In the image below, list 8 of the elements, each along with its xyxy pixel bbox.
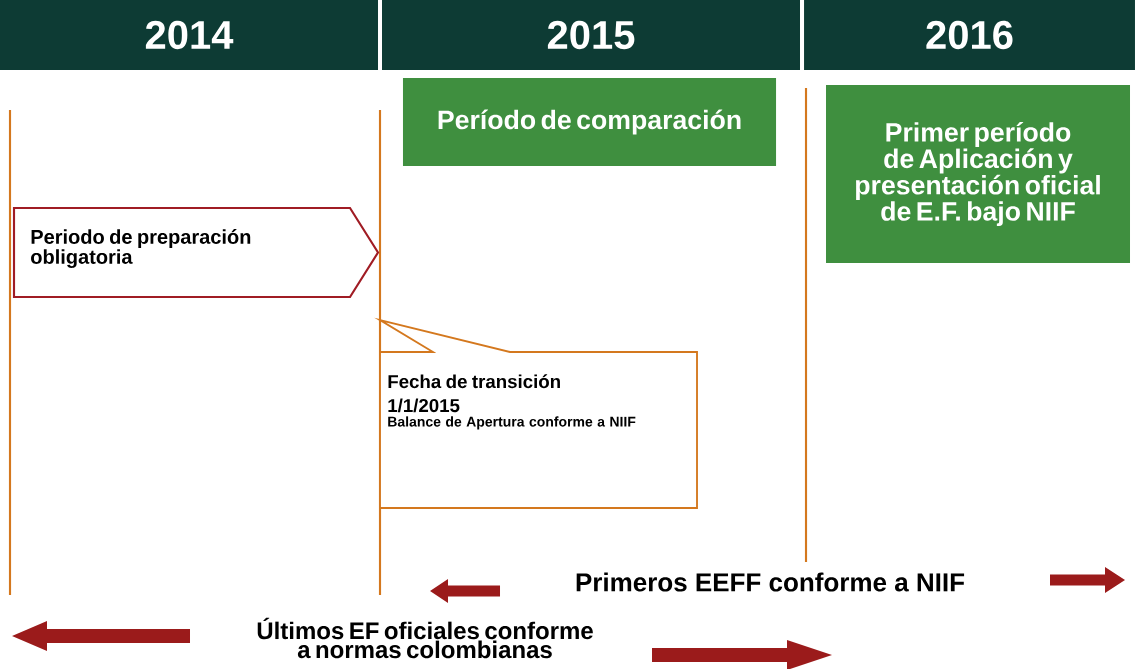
period-box: Primer período de Aplicación y presentación oficial de E.F. bajo NIIF	[826, 85, 1130, 263]
period-label: Últimos EF oficiales conforme a normas colombianas	[257, 617, 593, 659]
callout-box: Fecha de transición 1/1/2015 Balance de Apertura conforme a NIIF	[374, 317, 698, 509]
year-header: 2014	[0, 0, 378, 70]
year-header: 2016	[804, 0, 1135, 70]
period-label: Primeros EEFF conforme a NIIF	[576, 572, 965, 592]
year-header: 2015	[382, 0, 800, 70]
period-box: Período de comparación	[403, 78, 777, 166]
